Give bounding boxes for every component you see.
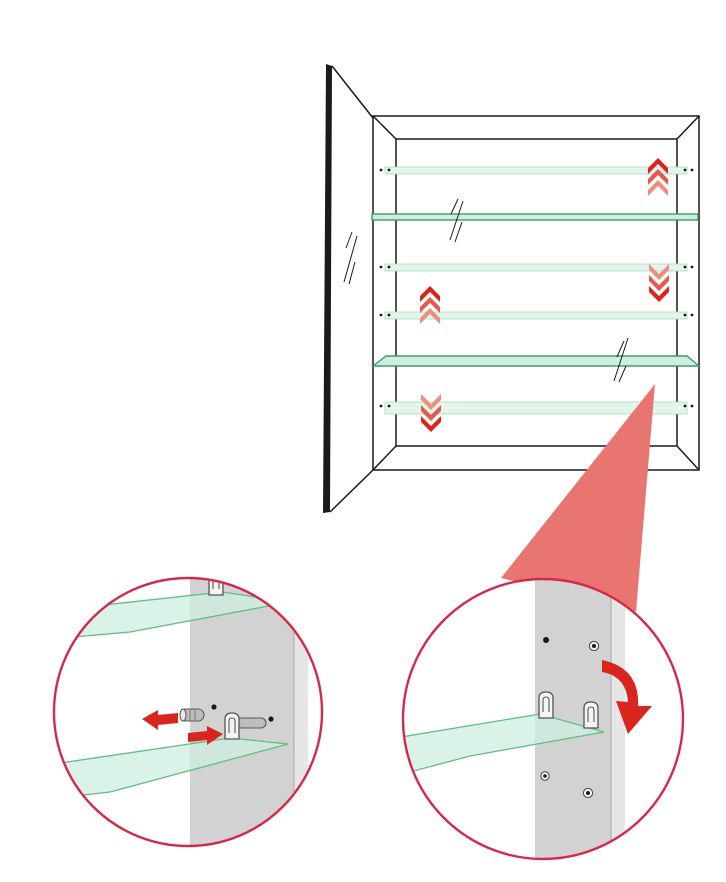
- glass-shelf: [370, 355, 701, 367]
- shelf-bracket: [583, 701, 599, 729]
- glass-shelf: [54, 591, 291, 641]
- shelf-bracket: [538, 691, 554, 719]
- shelf-faint: [384, 311, 688, 320]
- shelf-faint: [384, 263, 688, 272]
- glass-shelf: [371, 213, 699, 221]
- arrow-left-icon: [142, 710, 178, 730]
- curved-arrow-icon: [602, 660, 652, 734]
- callout-circle-outline: [52, 576, 324, 848]
- pin-hole: [540, 771, 550, 781]
- pin-hole: [582, 787, 594, 799]
- pin-hole: [588, 640, 600, 652]
- shelf-bracket: [253, 578, 269, 596]
- pin-hole: [268, 716, 274, 722]
- glass-shelf: [403, 713, 605, 777]
- glass-reflection-marks: [449, 198, 629, 383]
- cabinet-body: [372, 115, 700, 471]
- cabinet: [323, 64, 701, 513]
- shelf-faint: [384, 166, 688, 175]
- detail-circle-left: [52, 576, 324, 848]
- panel-edge: [611, 579, 625, 859]
- pin-hole: [543, 637, 549, 643]
- callout-circle-outline: [401, 577, 685, 861]
- cabinet-door: [323, 64, 374, 513]
- shelf-bracket-with-pin: [224, 712, 267, 740]
- arrow-right-icon: [188, 726, 223, 745]
- panel-edge: [294, 578, 308, 846]
- shelf-pin: [179, 708, 205, 722]
- shelf-faint: [384, 401, 688, 415]
- zoom-wedge: [501, 384, 655, 612]
- pin-hole: [211, 704, 217, 710]
- detail-circle-right: [401, 577, 685, 861]
- side-panel: [190, 578, 294, 846]
- triple-chevron-up-icon: [648, 158, 668, 196]
- glass-shelf: [54, 737, 289, 801]
- shelf-pin-holes: [379, 168, 694, 408]
